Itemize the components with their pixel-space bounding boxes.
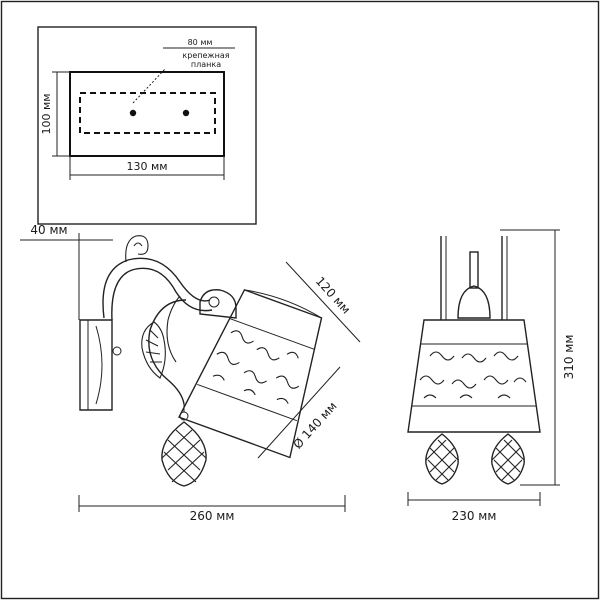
shade-diameter-dimension-line <box>257 366 341 459</box>
leaf-veins <box>145 329 162 363</box>
side-view: 40 мм 120 мм Ø 140 мм <box>20 223 361 523</box>
lower-curl-inner <box>166 295 181 363</box>
arm-lower <box>111 267 213 321</box>
socket-cup <box>199 289 237 319</box>
pendant-bead <box>179 411 189 421</box>
front-height-label: 310 мм <box>562 335 576 380</box>
center-stem <box>469 251 479 289</box>
shade-body <box>178 288 323 459</box>
shade-height-label: 120 мм <box>313 274 353 317</box>
side-shade <box>178 288 323 459</box>
front-crystal-left <box>425 433 459 485</box>
wall-screw <box>112 346 122 356</box>
front-socket-cup <box>457 285 491 319</box>
arm-upper <box>102 257 211 319</box>
socket-ring <box>208 296 220 308</box>
plate-leader-line <box>132 67 167 104</box>
mount-plate <box>69 71 225 157</box>
shade-pattern <box>212 330 300 404</box>
front-width-label: 230 мм <box>452 509 497 523</box>
inset-frame <box>37 26 257 225</box>
front-crystal-left-facets <box>425 439 459 481</box>
mounting-hole-right <box>182 109 190 117</box>
plate-note-line2: планка <box>191 60 221 69</box>
lower-curl-outer <box>148 299 187 405</box>
plate-width-label: 130 мм <box>126 160 167 173</box>
front-shade-pattern <box>419 351 527 399</box>
shade-height-dimension-line <box>285 261 361 343</box>
arm-scroll-inner <box>133 242 143 247</box>
side-crystal-pendant <box>161 421 207 487</box>
projection-label: 40 мм <box>30 223 67 237</box>
mounting-bar <box>79 92 216 134</box>
shade-band-bottom <box>197 383 298 422</box>
hole-spacing-label: 80 мм <box>188 38 213 47</box>
front-crystal-right <box>491 433 525 485</box>
decorative-leaf <box>141 321 166 379</box>
mounting-hole-left <box>129 109 137 117</box>
shade-band-top <box>229 318 315 350</box>
front-shade-body <box>407 319 541 433</box>
side-crystal-facets <box>161 429 207 483</box>
front-crystal-right-facets <box>491 439 525 481</box>
arm-scroll <box>125 235 149 263</box>
wall-plate <box>79 319 113 411</box>
front-view: 310 мм 230 мм <box>407 229 576 523</box>
mount-plate-inset: 80 мм крепежная планка 100 мм 130 мм <box>37 26 257 225</box>
total-width-label: 260 мм <box>190 509 235 523</box>
wall-plate-curve <box>95 325 103 405</box>
plate-note-line1: крепежная <box>182 51 229 60</box>
shade-top-rim <box>244 289 322 319</box>
plate-height-label: 100 мм <box>40 93 53 134</box>
